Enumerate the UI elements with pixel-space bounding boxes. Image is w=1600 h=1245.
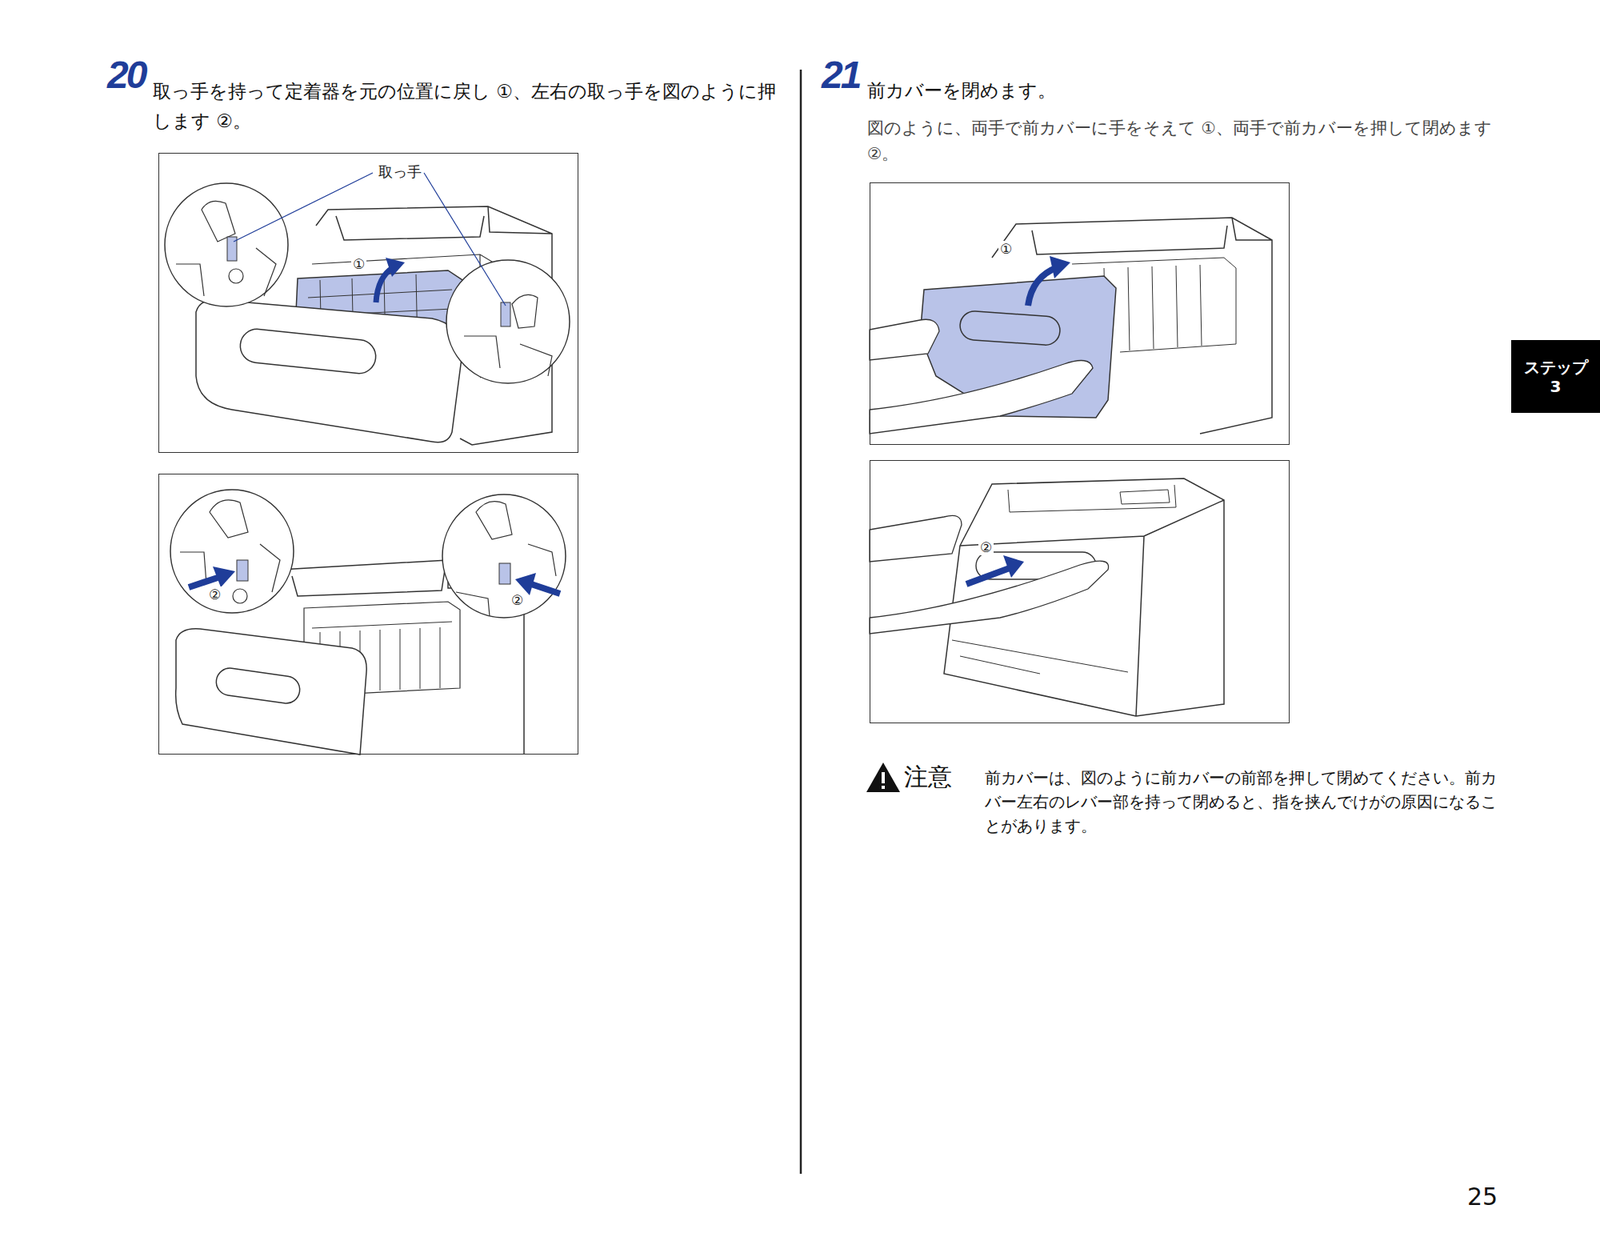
section-tab: ステップ 3	[1511, 340, 1600, 413]
hand	[869, 319, 940, 360]
fuser-handle	[500, 302, 511, 327]
arrow-head	[212, 566, 236, 588]
callout-number: ②	[978, 539, 994, 556]
illustration-frame: ②	[869, 460, 1290, 724]
section-tab-text: ステップ 3	[1521, 357, 1591, 396]
callout-number: ②	[207, 586, 223, 603]
part-label: 取っ手	[376, 163, 424, 181]
hand	[869, 360, 1093, 434]
caution-triangle	[866, 762, 900, 792]
step-number: 21	[821, 56, 860, 95]
column-divider	[800, 69, 803, 1174]
motion-arrow	[1028, 267, 1058, 306]
cover-handle-slot	[959, 310, 1061, 347]
frame-detail	[176, 248, 276, 296]
magnifier-circle	[170, 489, 294, 613]
front-cover	[196, 300, 463, 443]
leader-line	[233, 172, 373, 242]
step-number: 20	[107, 56, 145, 95]
hand	[201, 200, 236, 242]
instruction-text: 取っ手を持って定着器を元の位置に戻し ①、左右の取っ手を図のように押します ②。	[152, 76, 793, 136]
hand	[869, 515, 962, 562]
gear	[232, 588, 248, 604]
cover-handle-slot	[238, 327, 377, 376]
instruction-heading: 前カバーを閉めます。	[867, 78, 1056, 104]
illustration-frame: ②②	[158, 473, 579, 755]
page-number: 25	[1467, 1182, 1498, 1211]
hand	[209, 500, 248, 538]
leader-line	[424, 172, 506, 306]
caution-text: 前カバーは、図のように前カバーの前部を押して閉めてください。前カバー左右のレバー…	[984, 766, 1505, 839]
instruction-text: 図のように、両手で前カバーに手をそえて ①、両手で前カバーを押して閉めます ②。	[867, 115, 1504, 167]
magnifier-circle	[442, 494, 566, 618]
caution-mark	[881, 785, 885, 789]
frame-detail	[456, 544, 556, 616]
push-arrow	[531, 584, 560, 594]
illustration-frame: ①	[869, 182, 1290, 445]
arrow-head	[385, 257, 405, 277]
arrow-head	[1049, 256, 1071, 279]
magnifier-circle	[164, 183, 288, 307]
callout-number: ①	[351, 256, 367, 272]
output-tray	[1008, 484, 1176, 512]
callout-number: ②	[509, 592, 525, 608]
hand	[476, 501, 512, 540]
front-cover	[176, 628, 368, 755]
push-arrow	[966, 568, 1010, 584]
frame-detail	[180, 544, 280, 592]
cover-handle-slot	[214, 666, 302, 705]
hand	[512, 294, 538, 328]
magnifier-circle	[446, 260, 570, 384]
arrow-head	[1003, 555, 1024, 578]
caution-heading: 注意	[904, 760, 952, 794]
caution-mark	[881, 772, 885, 784]
fuser-handle	[499, 563, 511, 584]
hand	[869, 560, 1109, 634]
callout-number: ①	[998, 240, 1014, 257]
frame-detail	[464, 336, 552, 376]
gear	[228, 268, 244, 284]
fuser-handle	[236, 560, 248, 581]
paper-cassette	[952, 640, 1128, 674]
illustration-frame: 取っ手 ①	[158, 152, 579, 453]
